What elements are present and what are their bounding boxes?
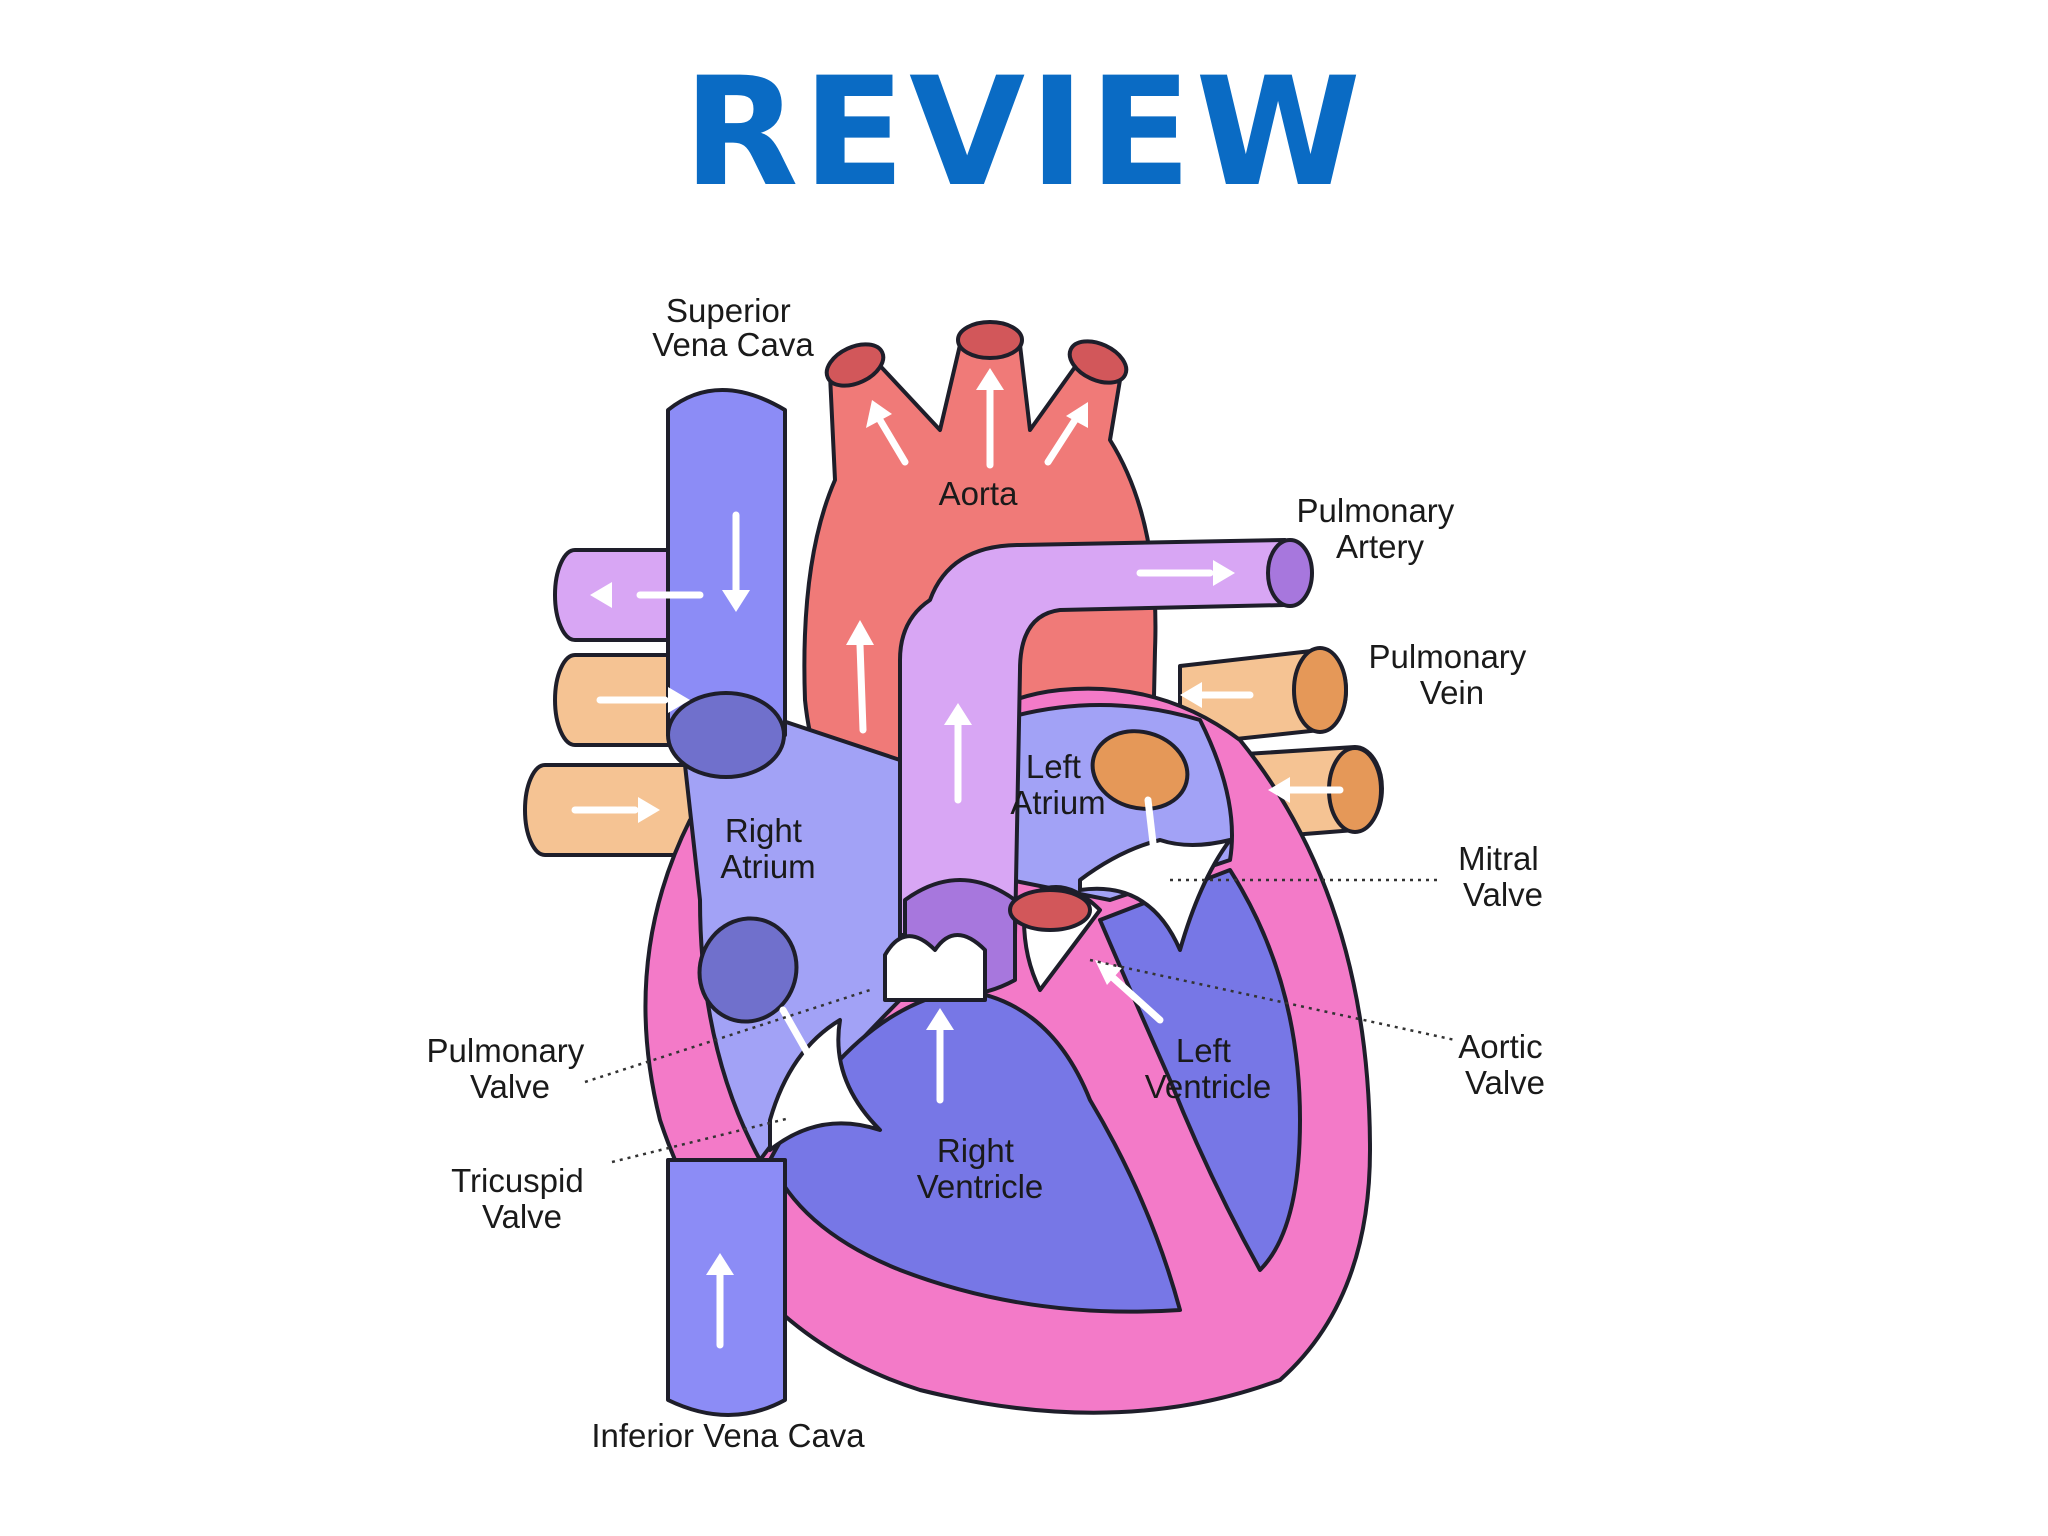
leader-lines bbox=[584, 878, 1456, 1164]
label-left-ventricle: Left Ventricle bbox=[1145, 1032, 1272, 1105]
label-right-atrium: Right Atrium bbox=[720, 812, 815, 885]
label-pulmonary-vein: Pulmonary Vein bbox=[1369, 638, 1536, 711]
label-aortic-valve: Aortic Valve bbox=[1458, 1028, 1552, 1101]
flow-arrows bbox=[571, 368, 1344, 1349]
label-inferior-vena-cava: Inferior Vena Cava bbox=[591, 1417, 865, 1454]
label-pulmonary-artery: Pulmonary Artery bbox=[1297, 492, 1464, 565]
label-mitral-valve: Mitral Valve bbox=[1458, 840, 1548, 913]
vena-cava bbox=[666, 388, 1190, 1417]
label-aorta: Aorta bbox=[939, 475, 1019, 512]
label-tricuspid-valve: Tricuspid Valve bbox=[451, 1162, 593, 1235]
label-right-ventricle: Right Ventricle bbox=[917, 1132, 1044, 1205]
slide-title: REVIEW bbox=[683, 46, 1365, 220]
labels: Superior Vena Cava Aorta Pulmonary Arter… bbox=[427, 292, 1552, 1454]
label-superior-vena-cava: Superior Vena Cava bbox=[652, 292, 814, 363]
label-pulmonary-valve: Pulmonary Valve bbox=[427, 1032, 594, 1105]
label-left-atrium: Left Atrium bbox=[1010, 748, 1105, 821]
